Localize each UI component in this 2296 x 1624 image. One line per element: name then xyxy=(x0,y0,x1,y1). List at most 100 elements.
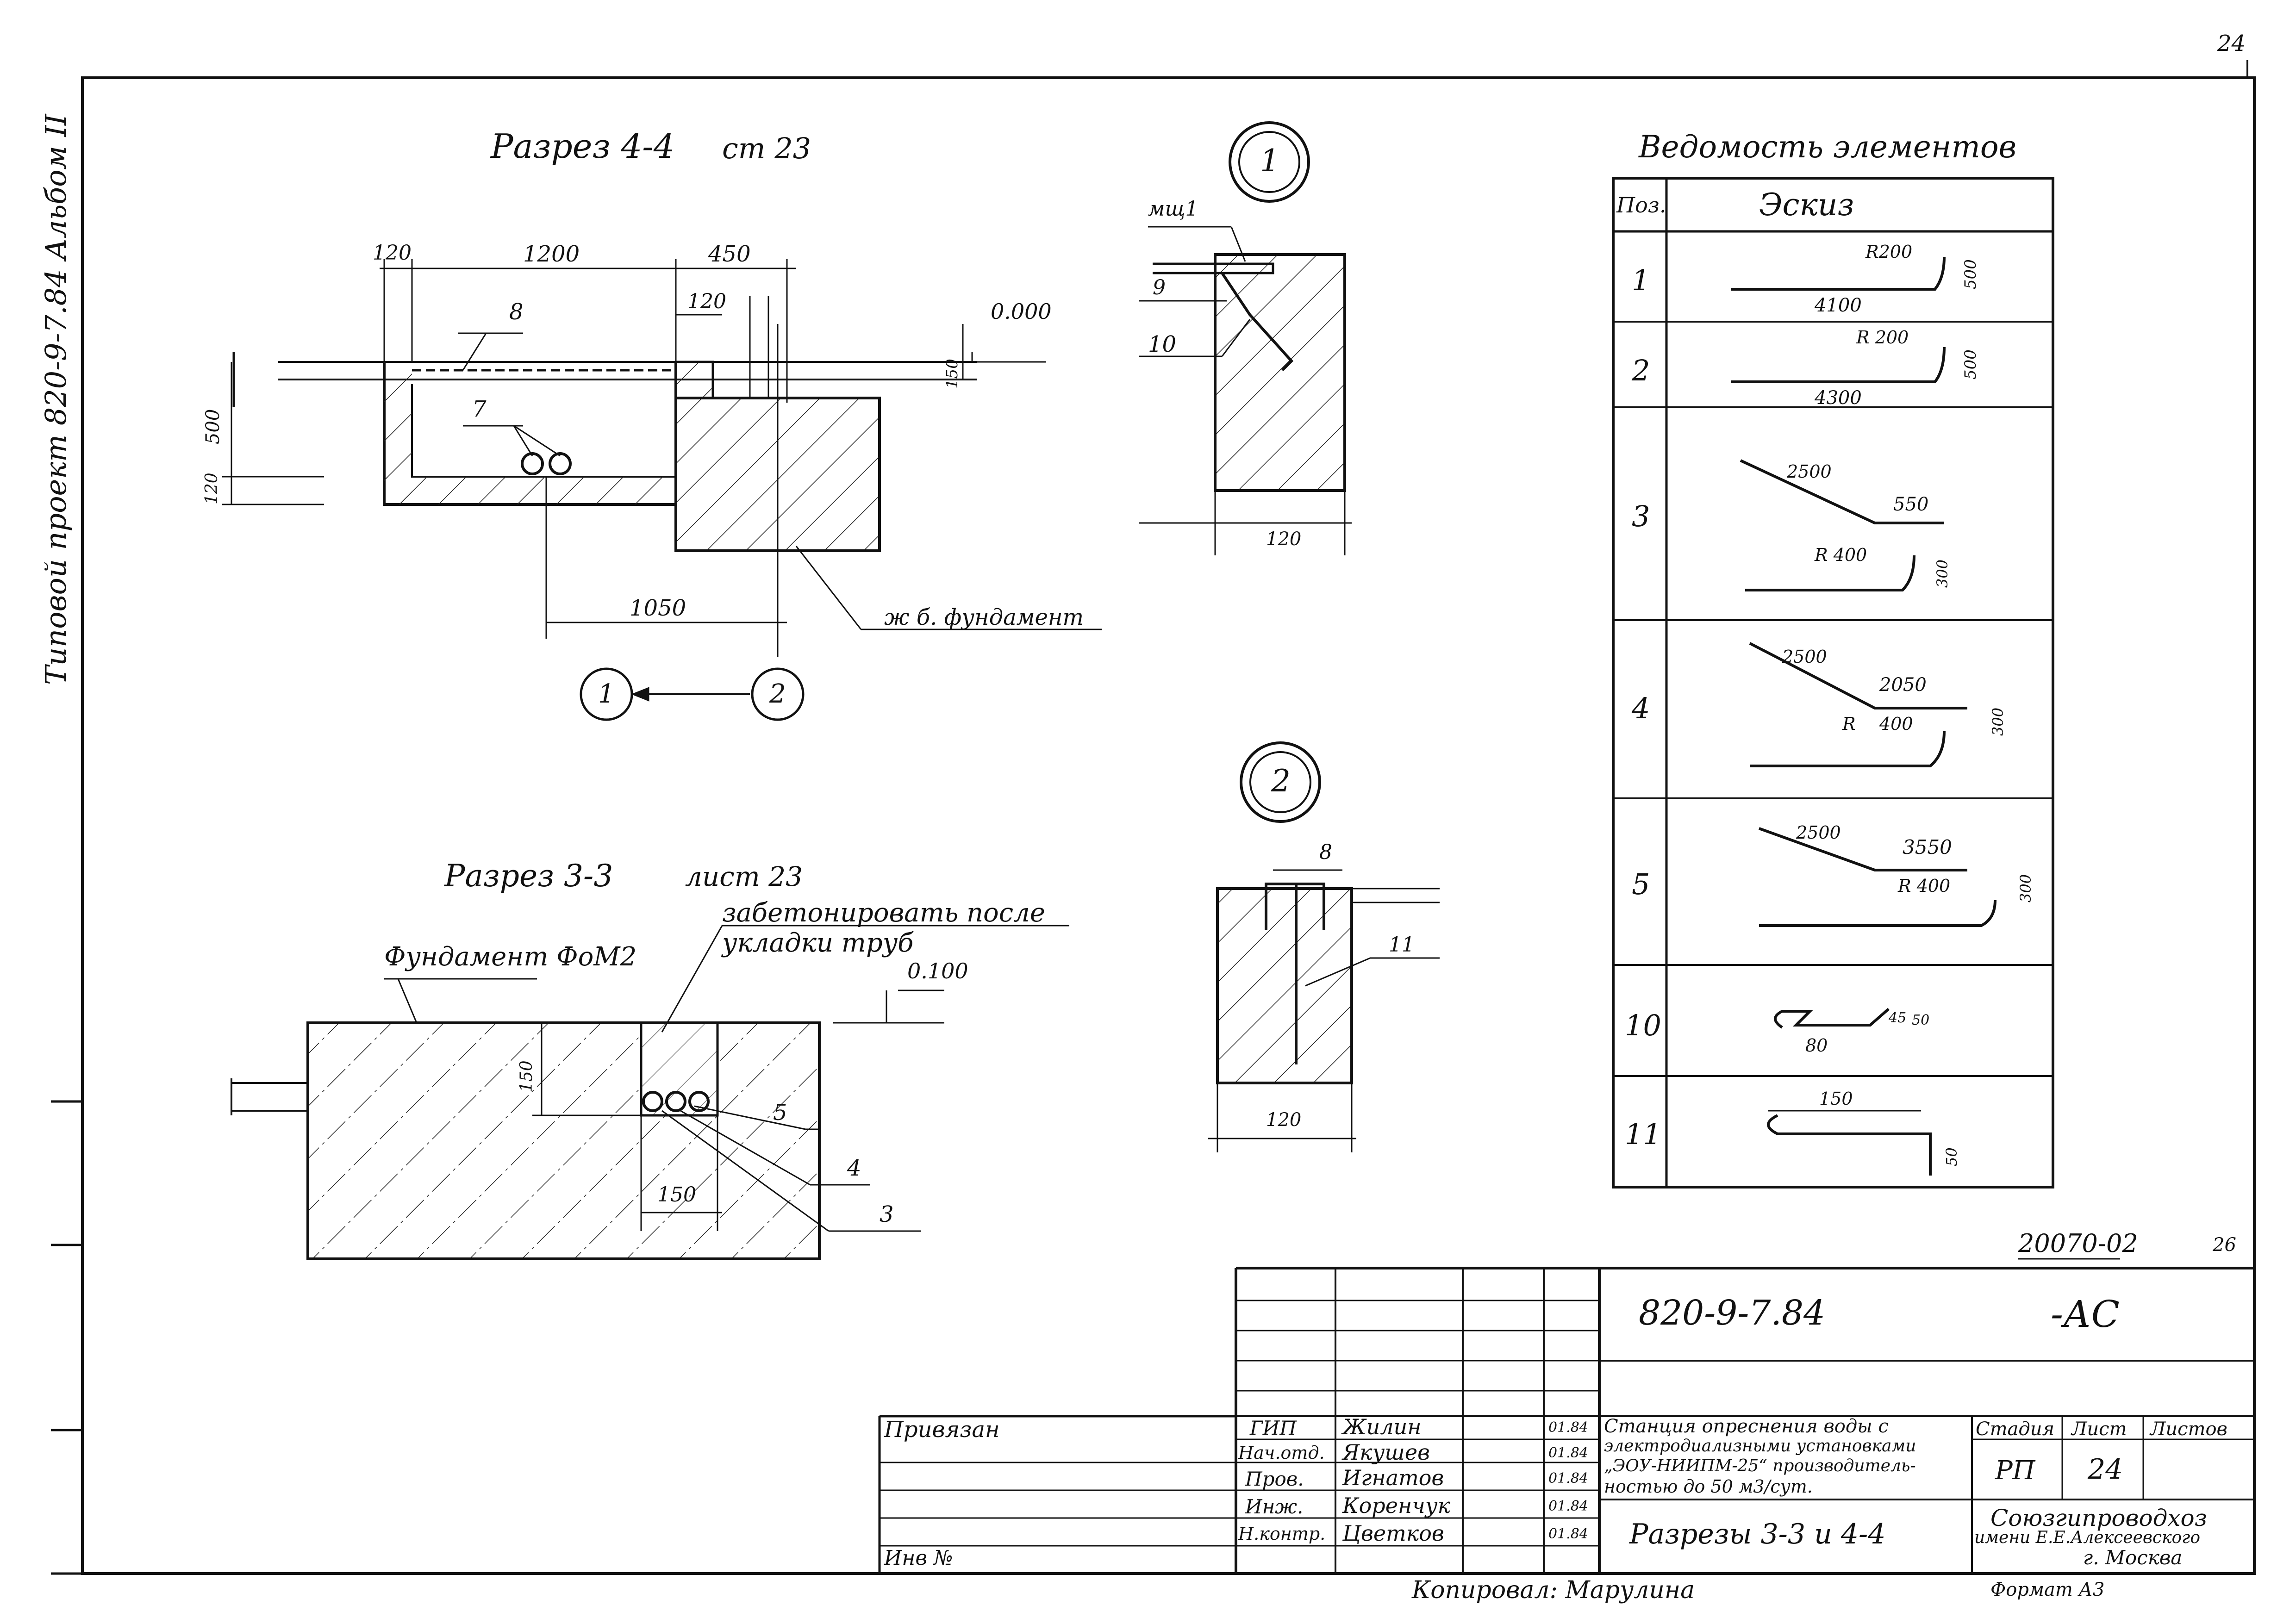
schedule-dim: 2500 xyxy=(1796,822,1841,843)
doc-suffix: 26 xyxy=(2213,1234,2236,1256)
dim-450: 450 xyxy=(708,241,751,267)
schedule-row-pos: 1 xyxy=(1632,263,1650,297)
role-name: Якушев xyxy=(1342,1440,1430,1465)
schedule-dim: 2050 xyxy=(1879,674,1927,696)
pos-5-label: 5 xyxy=(773,1100,787,1126)
paper-format: Формат А3 xyxy=(1990,1579,2105,1600)
role-name: Игнатов xyxy=(1342,1465,1444,1490)
schedule-header-pos: Поз. xyxy=(1616,193,1666,218)
level-0-100: 0.100 xyxy=(907,958,968,983)
node-2-width: 120 xyxy=(1266,1109,1302,1131)
role-label: ГИП xyxy=(1250,1417,1297,1439)
node-1-width: 120 xyxy=(1266,529,1302,550)
schedule-dim: 300 xyxy=(1989,707,2007,736)
schedule-dim: 3550 xyxy=(1903,836,1952,859)
role-date: 01.84 xyxy=(1548,1498,1588,1514)
org-line-3: г. Москва xyxy=(2083,1546,2183,1569)
schedule-dim: 50 xyxy=(1943,1147,1960,1166)
role-name: Коренчук xyxy=(1342,1493,1451,1518)
schedule-title: Ведомость элементов xyxy=(1639,129,2017,165)
inventory-label: Инв № xyxy=(884,1546,953,1570)
dim-120-b: 120 xyxy=(687,290,726,313)
node-1-pos-10: 10 xyxy=(1148,331,1177,357)
sheet-label: Лист xyxy=(2071,1419,2127,1440)
section-4-4-drawing xyxy=(222,259,1102,721)
pos-8-label: 8 xyxy=(509,299,524,325)
drawing-title: Разрезы 3-3 и 4-4 xyxy=(1629,1518,1886,1550)
schedule-dim: 80 xyxy=(1805,1035,1828,1056)
role-name: Цветков xyxy=(1342,1521,1444,1546)
role-label: Инж. xyxy=(1245,1495,1304,1518)
org-line-2: имени Е.Е.Алексеевского xyxy=(1974,1528,2201,1547)
role-date: 01.84 xyxy=(1548,1445,1588,1461)
section-3-3-drawing xyxy=(231,925,1069,1260)
object-line: „ЭОУ-НИИПМ-25“ производитель- xyxy=(1604,1456,1916,1475)
stage-label: Стадия xyxy=(1976,1419,2054,1440)
role-label: Н.контр. xyxy=(1238,1524,1326,1544)
schedule-dim: 550 xyxy=(1893,494,1929,515)
role-label: Нач.отд. xyxy=(1238,1443,1325,1463)
pos-3-label: 3 xyxy=(880,1201,894,1227)
role-date: 01.84 xyxy=(1548,1419,1588,1436)
role-name: Жилин xyxy=(1342,1414,1422,1439)
stage-value: РП xyxy=(1995,1456,2035,1486)
privyazan-label: Привязан xyxy=(884,1417,1000,1443)
schedule-dim: 50 xyxy=(1912,1012,1930,1028)
pos-7-label: 7 xyxy=(472,396,487,422)
schedule-dim: R 200 xyxy=(1856,327,1909,348)
schedule-dim: 150 xyxy=(1819,1089,1853,1109)
project-code: 820-9-7.84 xyxy=(1639,1293,1826,1333)
node-1-detail xyxy=(1139,121,1352,555)
node-1-pos-9: 9 xyxy=(1153,276,1166,299)
schedule-dim: 4300 xyxy=(1815,387,1862,409)
schedule-row-pos: 10 xyxy=(1625,1008,1661,1042)
dim-1050: 1050 xyxy=(630,595,686,621)
schedule-dim: R 400 xyxy=(1898,876,1951,896)
node-2-marker: 2 xyxy=(769,679,786,709)
dim-500: 500 xyxy=(202,409,224,444)
section-3-3-title: Разрез 3-3 xyxy=(444,858,613,894)
node-1-number: 1 xyxy=(1260,143,1279,179)
schedule-row-pos: 2 xyxy=(1632,354,1650,387)
schedule-dim: 45 xyxy=(1889,1010,1907,1026)
dim-120-a: 120 xyxy=(373,241,412,265)
node-2-number: 2 xyxy=(1271,763,1291,799)
schedule-table xyxy=(1612,177,2054,1188)
node-2-pos-8: 8 xyxy=(1319,840,1332,864)
schedule-row-pos: 5 xyxy=(1632,867,1650,901)
node-2-detail xyxy=(1208,741,1440,1152)
schedule-dim: 2500 xyxy=(1787,461,1832,482)
doc-number: 20070-02 xyxy=(2018,1229,2138,1258)
schedule-dim: 2500 xyxy=(1782,647,1827,667)
org-line-1: Союзгипроводхоз xyxy=(1990,1505,2207,1531)
section-3-3-note-2: укладки труб xyxy=(722,928,914,958)
sheet-value: 24 xyxy=(2088,1453,2123,1486)
section-3-3-foundation: Фундамент ФоМ2 xyxy=(384,942,637,972)
role-label: Пров. xyxy=(1245,1468,1304,1490)
section-4-4-title: Разрез 4-4 xyxy=(491,127,675,166)
dim-150: 150 xyxy=(943,359,961,389)
schedule-dim: 300 xyxy=(1934,559,1951,588)
node-1-mark: мщ1 xyxy=(1148,197,1198,221)
section-3-3-note-1: забетонировать после xyxy=(722,898,1045,928)
schedule-row-pos: 3 xyxy=(1632,499,1650,533)
dim-120-c: 120 xyxy=(202,473,221,504)
dim-150-horizontal: 150 xyxy=(657,1183,696,1207)
schedule-row-pos: 11 xyxy=(1625,1117,1661,1151)
schedule-dim: 500 xyxy=(1961,349,1980,380)
dim-150-vertical: 150 xyxy=(517,1060,536,1092)
schedule-dim: 300 xyxy=(2017,874,2034,902)
schedule-row-pos: 4 xyxy=(1632,691,1650,725)
role-date: 01.84 xyxy=(1548,1470,1588,1487)
sheet-frame xyxy=(51,60,2256,1575)
copied-by: Копировал: Марулина xyxy=(1412,1576,1695,1604)
object-line: Станция опреснения воды с xyxy=(1604,1416,1889,1437)
corner-mark: 24 xyxy=(2217,31,2246,56)
sheets-label: Листов xyxy=(2150,1419,2227,1440)
pos-4-label: 4 xyxy=(847,1155,861,1181)
object-line: электродиализными установками xyxy=(1604,1437,1916,1456)
side-title: Типовой проект 820-9-7.84 Альбом II xyxy=(39,114,73,685)
title-block xyxy=(878,1258,2254,1574)
role-date: 01.84 xyxy=(1548,1526,1588,1542)
